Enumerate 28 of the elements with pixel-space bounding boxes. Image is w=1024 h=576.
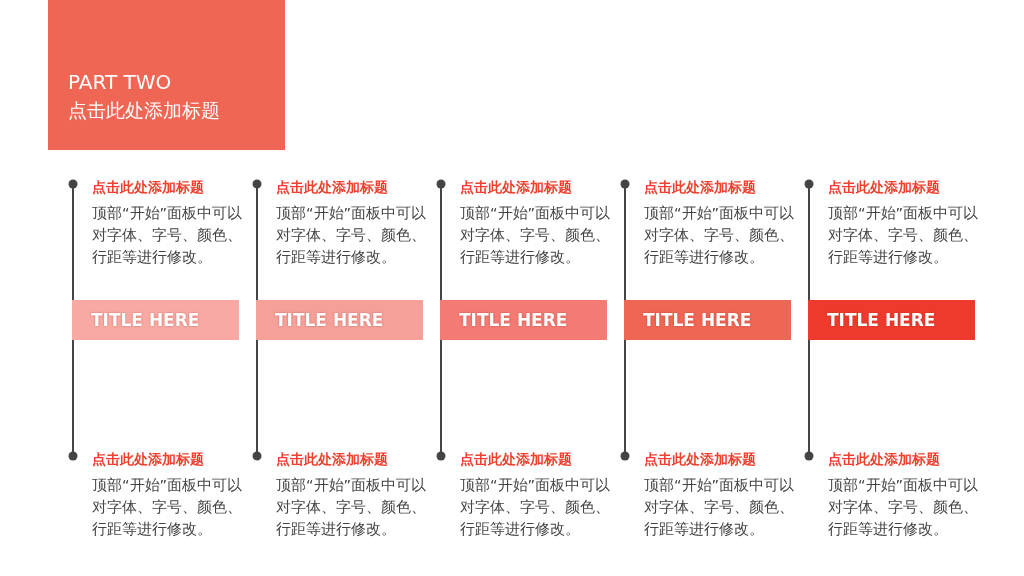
title-band: TITLE HERE: [72, 300, 239, 340]
title-band: TITLE HERE: [256, 300, 423, 340]
item-heading: 点击此处添加标题: [276, 450, 389, 468]
item-description: 顶部“开始”面板中可以对字体、字号、颜色、行距等进行修改。: [460, 476, 612, 539]
item-heading: 点击此处添加标题: [92, 450, 205, 468]
item-description: 顶部“开始”面板中可以对字体、字号、颜色、行距等进行修改。: [828, 476, 980, 539]
item-heading: 点击此处添加标题: [644, 178, 757, 196]
item-description: 顶部“开始”面板中可以对字体、字号、颜色、行距等进行修改。: [276, 476, 428, 539]
title-band: TITLE HERE: [624, 300, 791, 340]
title-band: TITLE HERE: [440, 300, 607, 340]
section-label: PART TWO: [68, 70, 172, 94]
item-heading: 点击此处添加标题: [276, 178, 389, 196]
item-description: 顶部“开始”面板中可以对字体、字号、颜色、行距等进行修改。: [276, 204, 428, 267]
item-heading: 点击此处添加标题: [644, 450, 757, 468]
title-band: TITLE HERE: [808, 300, 975, 340]
header-panel: [48, 0, 285, 150]
item-heading: 点击此处添加标题: [828, 450, 941, 468]
item-description: 顶部“开始”面板中可以对字体、字号、颜色、行距等进行修改。: [644, 204, 796, 267]
item-heading: 点击此处添加标题: [92, 178, 205, 196]
item-description: 顶部“开始”面板中可以对字体、字号、颜色、行距等进行修改。: [644, 476, 796, 539]
section-title: 点击此处添加标题: [68, 98, 220, 122]
item-description: 顶部“开始”面板中可以对字体、字号、颜色、行距等进行修改。: [92, 476, 244, 539]
item-description: 顶部“开始”面板中可以对字体、字号、颜色、行距等进行修改。: [92, 204, 244, 267]
item-heading: 点击此处添加标题: [460, 450, 573, 468]
item-heading: 点击此处添加标题: [828, 178, 941, 196]
item-description: 顶部“开始”面板中可以对字体、字号、颜色、行距等进行修改。: [828, 204, 980, 267]
item-heading: 点击此处添加标题: [460, 178, 573, 196]
item-description: 顶部“开始”面板中可以对字体、字号、颜色、行距等进行修改。: [460, 204, 612, 267]
